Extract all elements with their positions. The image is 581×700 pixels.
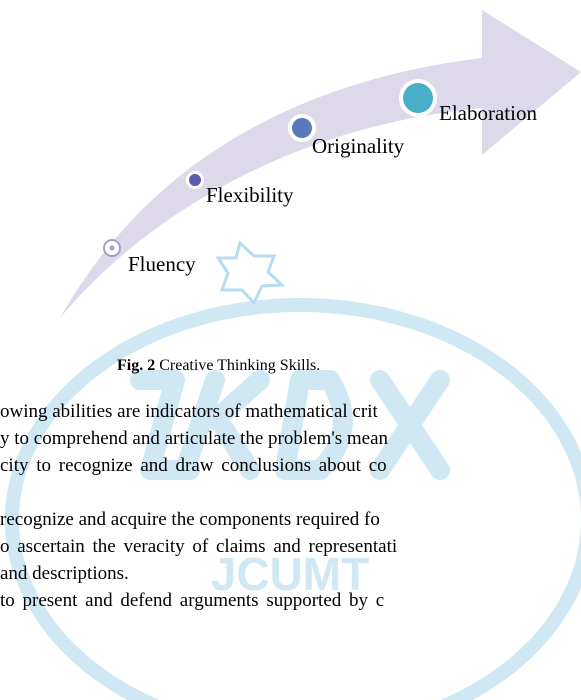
stage-marker-flexibility (186, 171, 204, 189)
watermark-monogram (130, 370, 450, 480)
body-line-3: city to recognize and draw conclusions a… (0, 455, 387, 476)
progress-arrow (60, 10, 581, 318)
stage-label-fluency: Fluency (128, 252, 196, 276)
caption-number: Fig. 2 (117, 357, 156, 374)
stage-label-flexibility: Flexibility (206, 183, 294, 207)
figure-caption: Fig. 2 Creative Thinking Skills. (117, 357, 320, 375)
watermark-ring-outer (5, 298, 581, 700)
stage-marker-fluency (103, 239, 121, 257)
body-line-6: and descriptions. (0, 563, 129, 584)
body-line-4: recognize and acquire the components req… (0, 509, 380, 530)
watermark-seal: JCUMT (5, 240, 581, 700)
body-line-7: to present and defend arguments supporte… (0, 590, 385, 611)
watermark-star-icon (215, 240, 286, 306)
stage-marker-originality (288, 114, 316, 142)
body-line-2: y to comprehend and articulate the probl… (0, 428, 389, 449)
watermark-lettering: JCUMT (211, 548, 369, 600)
body-line-1: owing abilities are indicators of mathem… (0, 401, 378, 422)
body-line-5: o ascertain the veracity of claims and r… (0, 536, 398, 557)
stage-marker-elaboration (399, 79, 437, 117)
stage-label-elaboration: Elaboration (439, 101, 537, 125)
stage-label-originality: Originality (312, 134, 405, 158)
caption-text: Creative Thinking Skills. (155, 357, 321, 374)
